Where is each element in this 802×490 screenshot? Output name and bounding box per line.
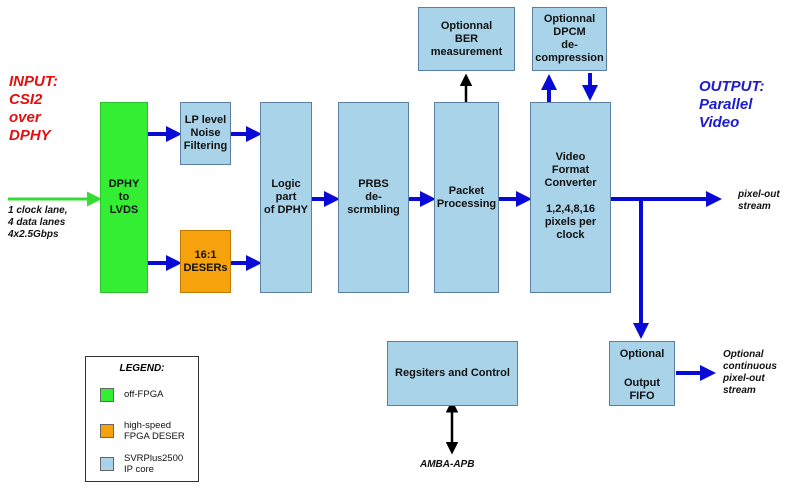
legend-swatch-deser [100,424,114,438]
fifo-top-label: Optional [619,348,665,360]
video-format-converter-block: Video Format Converter 1,2,4,8,16 pixels… [530,102,611,293]
packet-processing-block: Packet Processing [434,102,499,293]
legend-swatch-ip-core [100,457,114,471]
ber-block: Optionnal BER measurement [418,7,515,71]
dpcm-block: Optionnal DPCM de- compression [532,7,607,71]
lp-noise-filter-block: LP level Noise Filtering [180,102,231,165]
input-note: 1 clock lane, 4 data lanes 4x2.5Gbps [8,205,68,240]
deser-block: 16:1 DESERs [180,230,231,293]
input-label: INPUT: CSI2 over DPHY [9,73,58,144]
pixel-out-label: pixel-out stream [738,189,780,212]
dphy-to-lvds-block: DPHY to LVDS [100,102,148,293]
fifo-out-label: Optional continuous pixel-out stream [723,349,777,396]
vfc-title: Video Format Converter [544,151,597,189]
output-fifo-block: Optional Output FIFO [609,341,675,406]
legend-title: LEGEND: [119,363,165,374]
fifo-bottom-label: Output FIFO [623,377,661,402]
prbs-block: PRBS de- scrmbling [338,102,409,293]
amba-label: AMBA-APB [420,459,475,470]
output-label: OUTPUT: Parallel Video [699,78,765,131]
legend: LEGEND: off-FPGA high-speed FPGA DESER S… [85,356,199,482]
legend-label-ip-core: SVRPlus2500 IP core [124,453,184,475]
legend-label-deser: high-speed FPGA DESER [124,420,185,442]
legend-label-off-fpga: off-FPGA [124,389,164,400]
vfc-pixels: 1,2,4,8,16 pixels per clock [544,203,597,241]
legend-swatch-off-fpga [100,388,114,402]
logic-dphy-block: Logic part of DPHY [260,102,312,293]
registers-control-block: Regsiters and Control [387,341,518,406]
